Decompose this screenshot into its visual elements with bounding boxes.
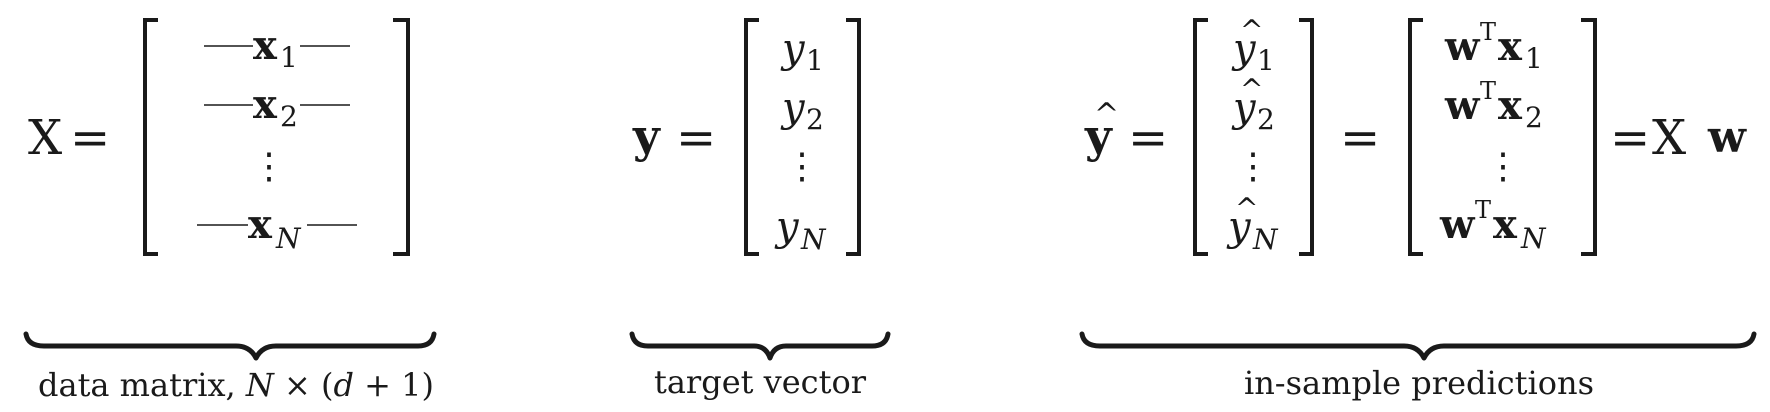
vector-entry: y 1 (780, 26, 824, 77)
row-vector-x: x (248, 201, 273, 248)
entry-y: y (780, 85, 806, 131)
data-matrix-equation: X = x 1 x 2 ⋮ x N data matrix, (23, 18, 437, 404)
equals-sign: = (70, 110, 110, 166)
right-bracket (1299, 18, 1314, 256)
hat-accent: ^ (1235, 192, 1258, 225)
entry-y: y (1231, 85, 1257, 131)
weight-w: w (1444, 82, 1481, 129)
hat-accent: ^ (1240, 14, 1263, 47)
row-vector-x: x (253, 22, 278, 69)
entry-subscript: 2 (1525, 101, 1543, 134)
entry-subscript: 1 (806, 44, 824, 77)
equals-sign: = (1610, 110, 1650, 166)
entry-y: y (780, 26, 806, 72)
equals-sign: = (1340, 110, 1380, 166)
vector-entry: y N (774, 204, 827, 256)
entry-subscript: 2 (806, 103, 824, 136)
underbrace (629, 331, 891, 361)
underbrace (1079, 331, 1757, 361)
transpose-superscript: T (1480, 18, 1496, 46)
left-bracket (744, 18, 759, 256)
hat-accent: ^ (1094, 97, 1119, 132)
vertical-dots: ⋮ (1235, 146, 1271, 187)
transpose-superscript: T (1475, 196, 1491, 224)
yhat-entry: y ^ N (1226, 192, 1279, 256)
wTx-entry: w T x N (1439, 196, 1547, 255)
weight-vector-w: w (1707, 112, 1747, 163)
vector-symbol-y: y (632, 109, 661, 163)
entry-subscript: N (1520, 222, 1547, 255)
vector-x: x (1498, 82, 1523, 129)
target-vector-equation: y = y 1 y 2 ⋮ y N target vector (629, 18, 891, 401)
vector-x: x (1493, 201, 1518, 248)
entry-y: y (1231, 26, 1257, 72)
matrix-row: x N (197, 201, 357, 255)
vector-entry: y 2 (780, 85, 824, 136)
matrix-symbol-X: X (28, 110, 62, 166)
wTx-entry: w T x 2 (1444, 77, 1543, 134)
vertical-dots: ⋮ (251, 146, 287, 187)
row-subscript: 2 (280, 100, 298, 133)
row-subscript: 1 (280, 41, 298, 74)
equals-sign: = (676, 110, 716, 166)
predictions-label: in-sample predictions (1244, 364, 1594, 402)
predictions-equation: y ^ = y ^ 1 y ^ 2 ⋮ y ^ N = w T x 1 (1079, 14, 1757, 402)
hat-accent: ^ (1240, 73, 1263, 106)
target-vector-label: target vector (654, 363, 867, 401)
entry-y: y (774, 204, 800, 250)
entry-subscript: 1 (1525, 42, 1543, 75)
matrix-symbol-X: X (1652, 110, 1686, 166)
left-bracket (1193, 18, 1208, 256)
left-bracket (1408, 18, 1423, 256)
yhat-entry: y ^ 1 (1231, 14, 1275, 77)
yhat-entry: y ^ 2 (1231, 73, 1275, 136)
weight-w: w (1444, 23, 1481, 70)
underbrace (23, 331, 437, 361)
left-bracket (143, 18, 158, 256)
entry-subscript: N (1252, 223, 1279, 256)
right-bracket (393, 18, 410, 256)
entry-y: y (1226, 204, 1252, 250)
right-bracket (1581, 18, 1597, 256)
right-bracket (846, 18, 861, 256)
vector-symbol-y-hat: y (1084, 109, 1113, 163)
entry-subscript: N (800, 223, 827, 256)
matrix-row: x 2 (204, 81, 350, 133)
vector-x: x (1498, 23, 1523, 70)
vertical-dots: ⋮ (784, 146, 820, 187)
equals-sign: = (1128, 110, 1168, 166)
wTx-entry: w T x 1 (1444, 18, 1543, 75)
row-vector-x: x (253, 81, 278, 128)
transpose-superscript: T (1480, 77, 1496, 105)
matrix-row: x 1 (204, 22, 350, 74)
weight-w: w (1439, 201, 1476, 248)
data-matrix-label: data matrix, N × (d + 1) (38, 366, 434, 404)
vertical-dots: ⋮ (1485, 146, 1521, 187)
entry-subscript: 2 (1257, 103, 1275, 136)
entry-subscript: 1 (1257, 44, 1275, 77)
row-subscript: N (275, 222, 302, 255)
